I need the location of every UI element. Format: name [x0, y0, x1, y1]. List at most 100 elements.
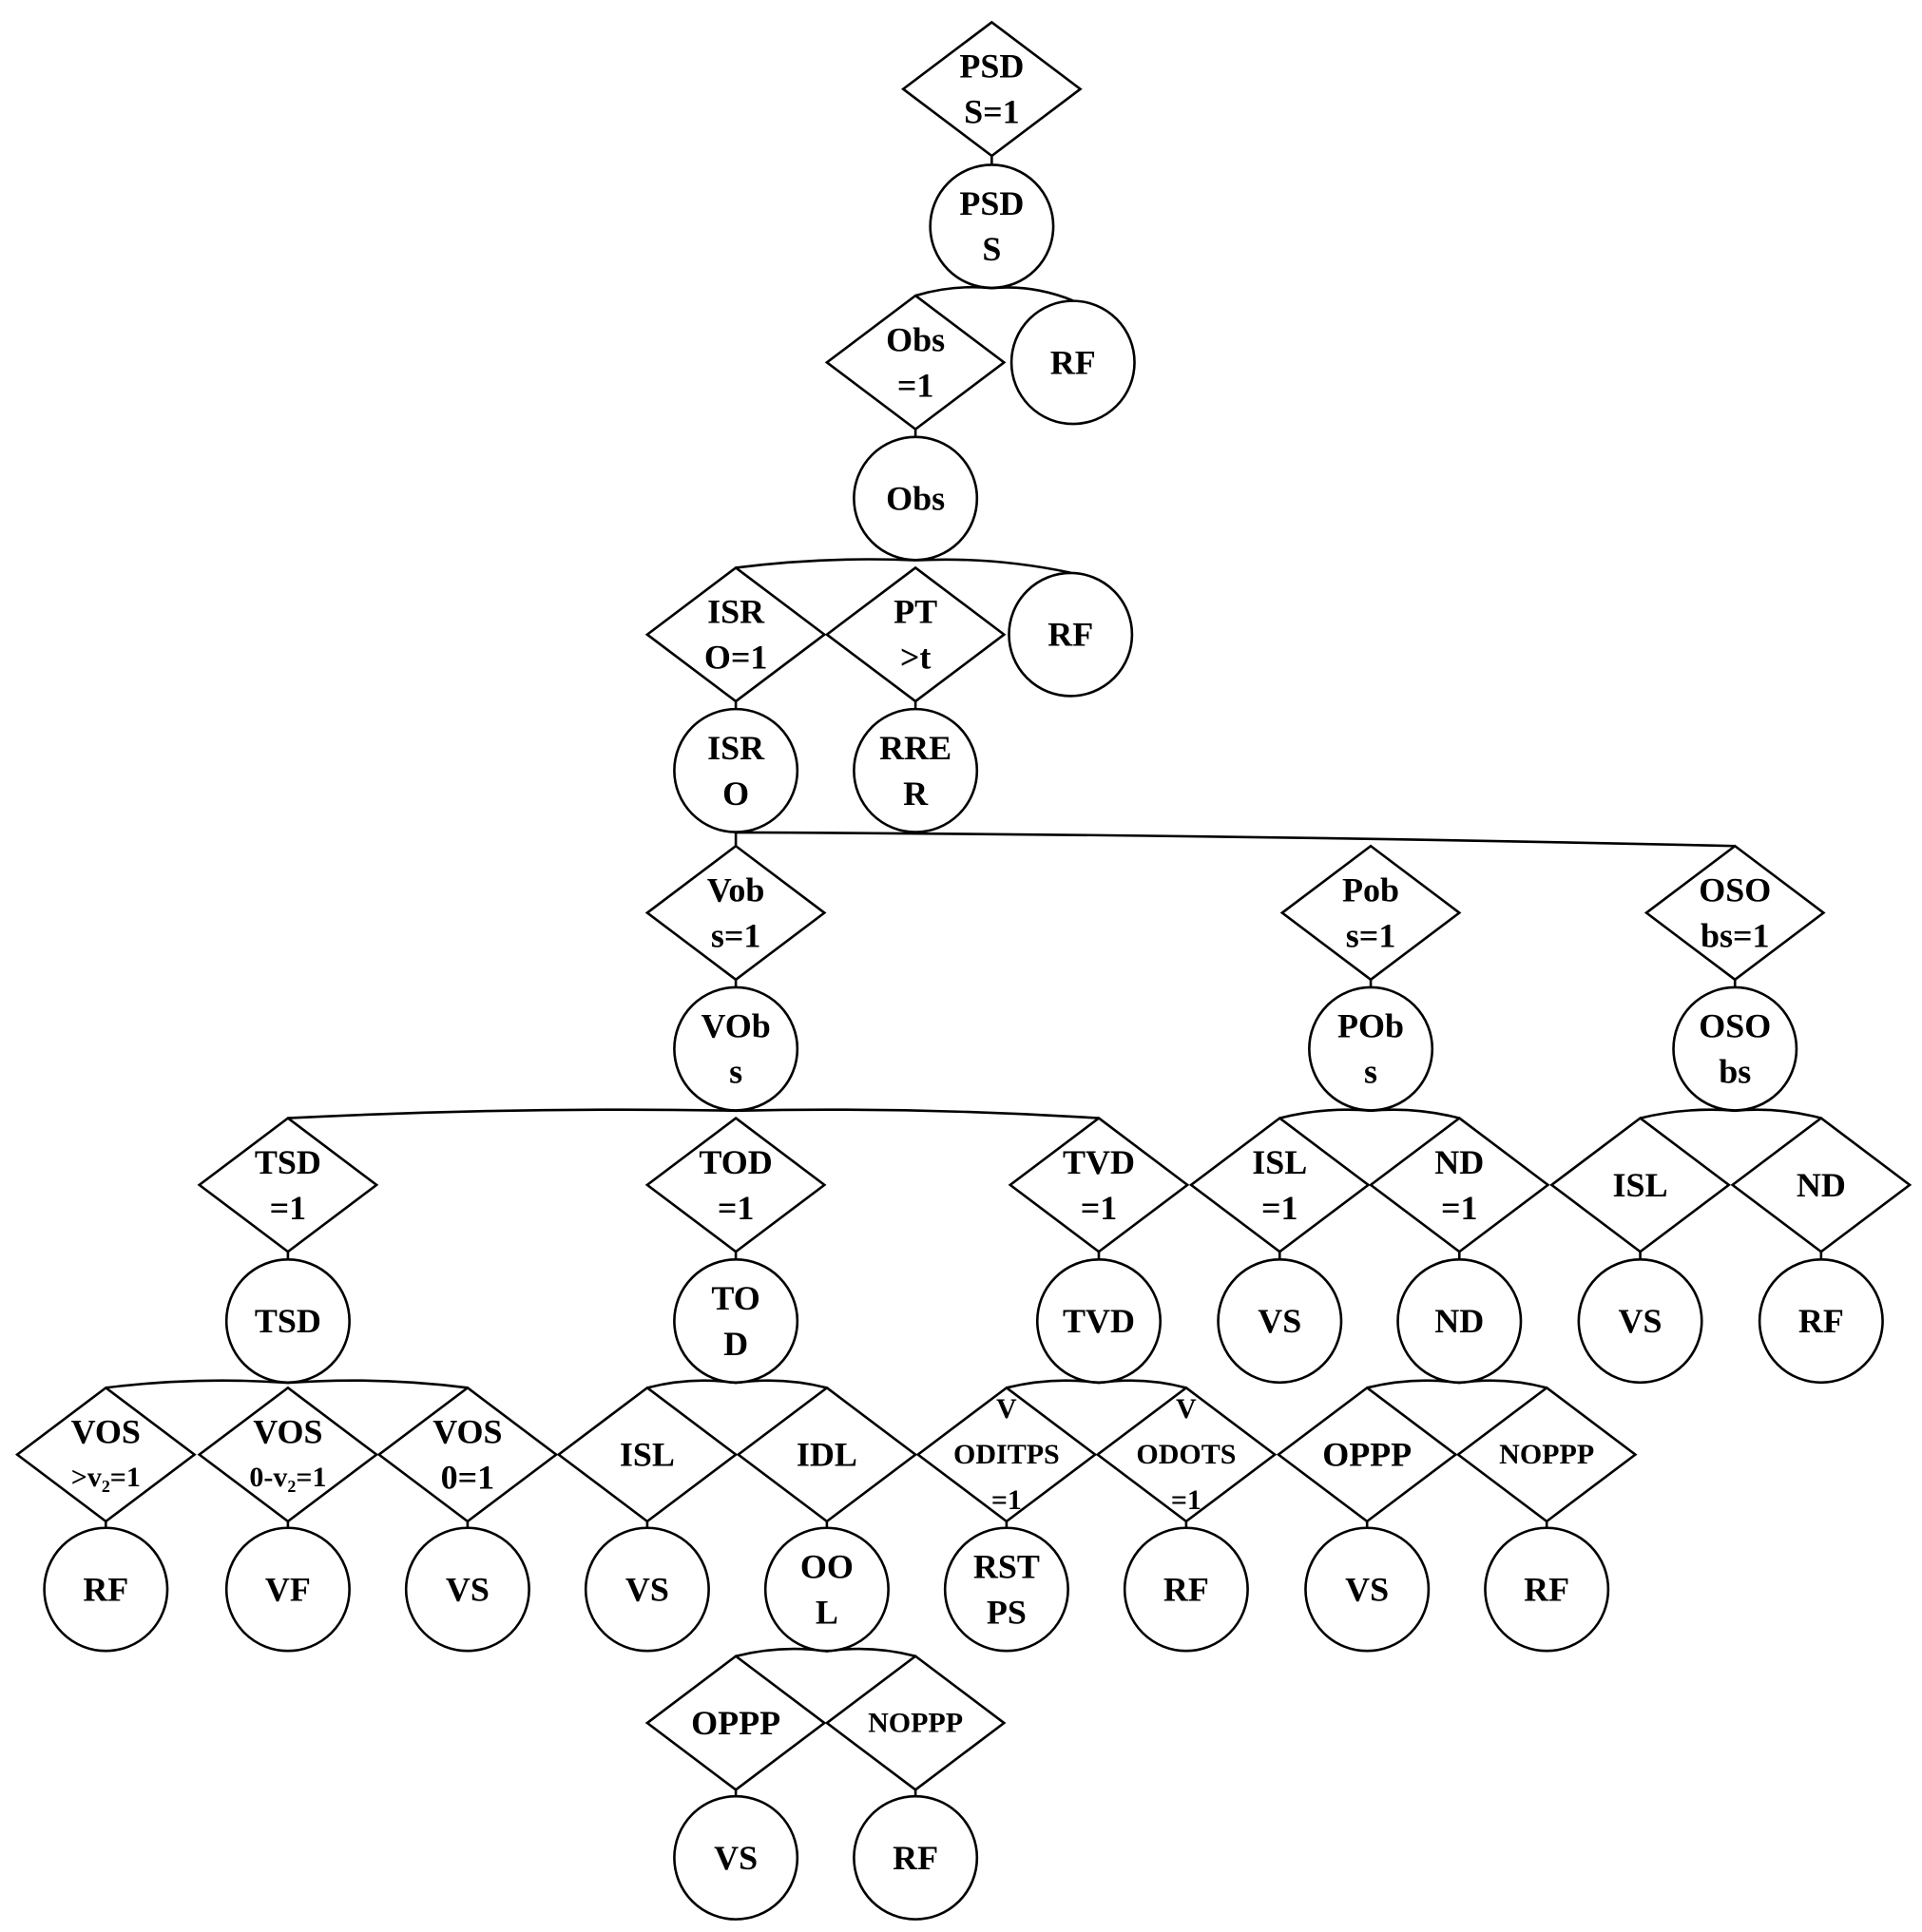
decision-diamond: OPPP: [644, 1655, 827, 1791]
node-label: OSO: [1699, 1007, 1771, 1045]
node-label: R: [903, 775, 929, 813]
circle-node: VS: [584, 1526, 710, 1653]
circle-node: RF: [1123, 1526, 1249, 1653]
circle-shape: [1035, 1258, 1163, 1385]
circle-node: OSO bs: [1672, 985, 1798, 1112]
node-label: V: [996, 1393, 1017, 1425]
node-label: RST: [973, 1547, 1040, 1585]
diamond-shape: [14, 1386, 197, 1523]
node-label: POb: [1337, 1007, 1404, 1045]
node-label: VS: [625, 1570, 669, 1608]
diamond-shape: [1008, 1116, 1190, 1253]
node-label: ISL: [1613, 1166, 1668, 1204]
node-label: ND: [1797, 1166, 1846, 1204]
circle-node: VS: [404, 1526, 530, 1653]
circle-shape: [1758, 1258, 1884, 1385]
node-label: D: [723, 1325, 748, 1363]
circle-shape: [43, 1526, 169, 1653]
circle-shape: [943, 1526, 1069, 1653]
diamond-shape: [1188, 1116, 1371, 1253]
node-label: S=1: [964, 93, 1020, 131]
node-label: ISL: [1252, 1143, 1307, 1181]
node-label: S: [982, 230, 1001, 268]
node-label: RF: [893, 1839, 938, 1877]
node-label: RRE: [879, 729, 951, 767]
circle-shape: [1304, 1526, 1431, 1653]
node-label: PT: [894, 593, 937, 631]
decision-diamond: ISL: [556, 1386, 739, 1523]
node-label: TSD: [255, 1143, 321, 1181]
node-label: ISL: [620, 1436, 675, 1474]
circle-shape: [1008, 571, 1134, 698]
diamond-shape: [915, 1386, 1098, 1523]
diamond-shape: [1730, 1116, 1912, 1253]
connector-arc: [287, 1108, 1100, 1119]
decision-diamond: OPPP: [1276, 1386, 1458, 1523]
diamond-shape: [1276, 1386, 1458, 1523]
node-label: >v₂=1: [71, 1462, 141, 1493]
node-label: TVD: [1063, 1143, 1135, 1181]
diamond-shape: [1455, 1386, 1638, 1523]
circle-node: TVD: [1035, 1258, 1163, 1385]
decision-diamond: VOS >v₂=1: [14, 1386, 197, 1523]
circle-node: RF: [1008, 571, 1134, 698]
node-label: RF: [1163, 1570, 1209, 1608]
node-label: bs=1: [1701, 917, 1770, 955]
diamond-shape: [644, 844, 827, 982]
node-label: =1: [1261, 1189, 1298, 1227]
decision-diamond: TVD=1: [1008, 1116, 1190, 1253]
node-label: RF: [1047, 616, 1093, 654]
diamond-shape: [644, 565, 827, 703]
decision-diamond: ND: [1730, 1116, 1912, 1253]
circle-node: RF: [43, 1526, 169, 1653]
node-label: Obs: [886, 480, 945, 518]
circle-shape: [673, 707, 799, 833]
circle-node: ND: [1396, 1258, 1523, 1385]
node-label: 0-v₂=1: [249, 1462, 326, 1493]
decision-diamond: VOS 0-v₂=1: [197, 1386, 379, 1523]
diamond-shape: [1643, 844, 1826, 982]
node-label: ODOTS: [1136, 1439, 1236, 1470]
node-label: s: [729, 1053, 742, 1091]
circle-node: PSD S: [929, 163, 1055, 290]
circle-shape: [224, 1526, 351, 1653]
node-label: =1: [1171, 1484, 1201, 1516]
node-label: VS: [446, 1570, 490, 1608]
node-label: VF: [265, 1570, 311, 1608]
circle-shape: [673, 1794, 799, 1921]
node-label: L: [816, 1593, 838, 1631]
decision-diamond: ISL =1: [1188, 1116, 1371, 1253]
node-label: VOS: [71, 1413, 141, 1451]
circle-shape: [1009, 299, 1136, 426]
circle-shape: [853, 435, 979, 562]
node-label: VOS: [253, 1413, 322, 1451]
node-label: =1: [718, 1189, 755, 1227]
node-label: O: [722, 775, 749, 813]
circle-node: VS: [1577, 1258, 1703, 1385]
circle-node: RF: [1009, 299, 1136, 426]
node-label: RF: [1050, 343, 1096, 381]
circle-node: RF: [1758, 1258, 1884, 1385]
circle-node: OOL: [763, 1526, 890, 1653]
node-label: PSD: [959, 184, 1024, 222]
diamond-shape: [376, 1386, 559, 1523]
decision-diamond: ISL: [1549, 1116, 1731, 1253]
circle-shape: [1484, 1526, 1610, 1653]
diamond-shape: [736, 1386, 918, 1523]
circle-shape: [673, 1258, 799, 1385]
node-label: ISR: [707, 593, 765, 631]
diamond-shape: [1549, 1116, 1731, 1253]
node-label: ODITPS: [953, 1439, 1060, 1470]
node-label: bs: [1719, 1053, 1751, 1091]
node-label: PSD: [959, 48, 1024, 86]
circle-shape: [853, 1794, 979, 1921]
node-label: VS: [1345, 1570, 1389, 1608]
node-label: VS: [714, 1839, 758, 1877]
